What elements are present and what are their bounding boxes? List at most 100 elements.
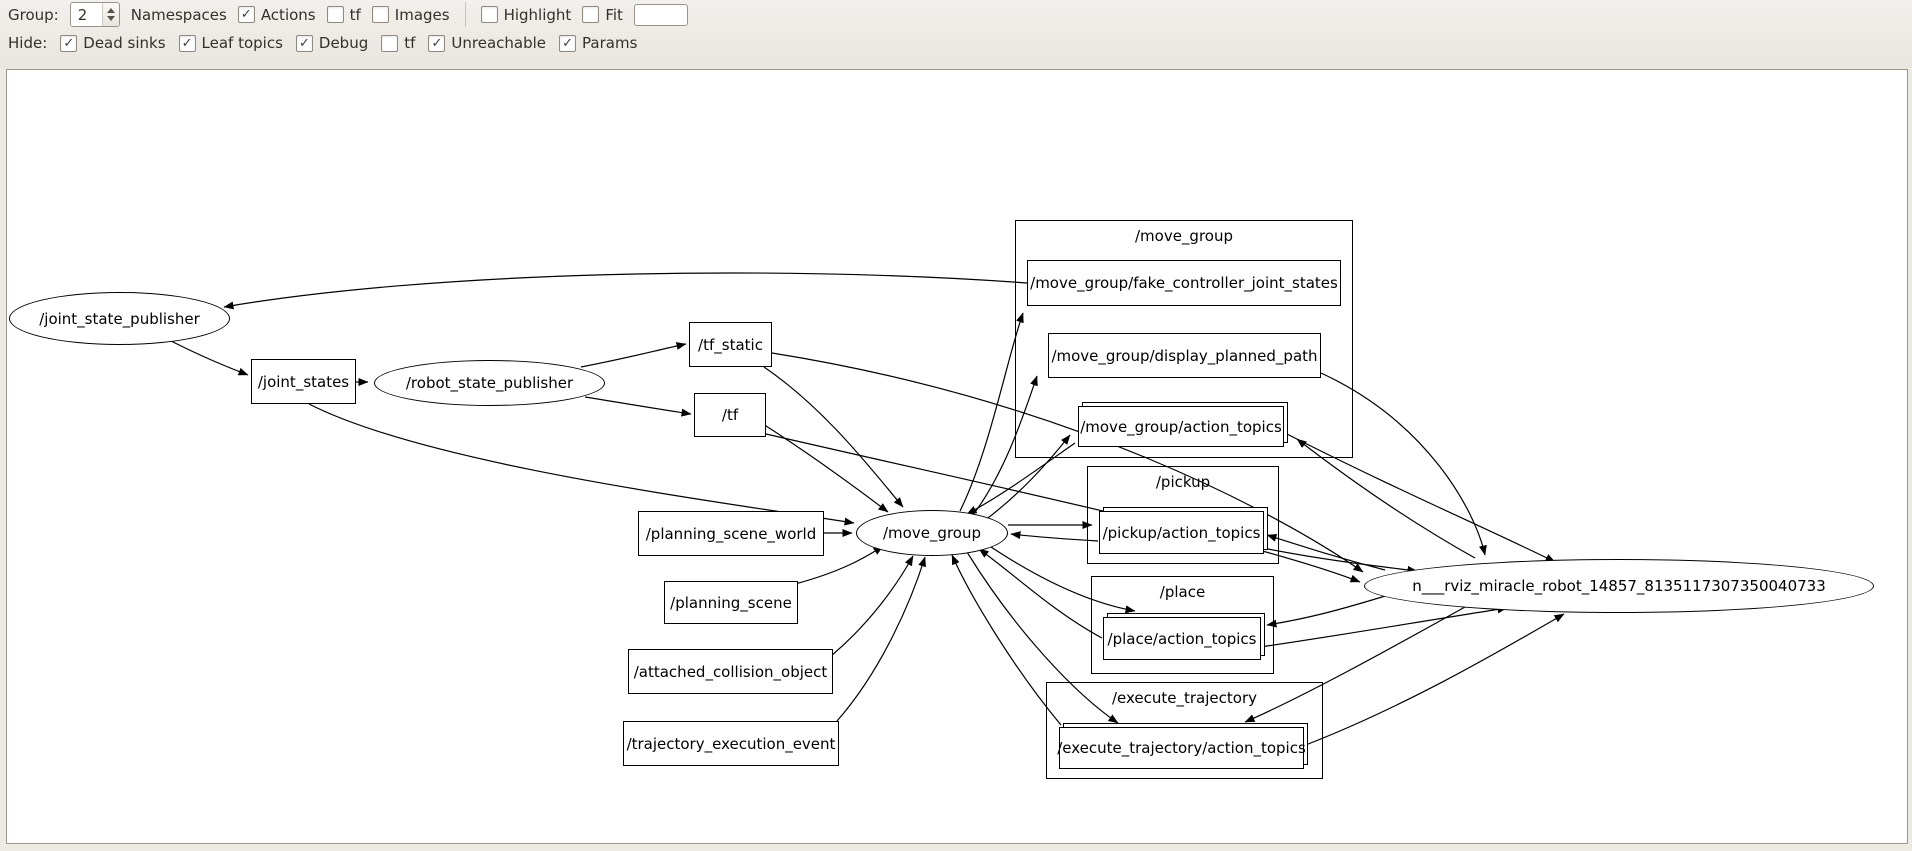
checkbox-box[interactable]: ✓: [480, 6, 498, 23]
toolbar-separator: [464, 2, 466, 27]
cluster-move-group: /move_group: [1015, 220, 1353, 458]
edge-place-action-topics-to-rviz: [1259, 605, 1508, 648]
topic-move-group-action-topics-label: /move_group/action_topics: [1078, 406, 1284, 447]
checkbox-highlight[interactable]: ✓ Highlight: [480, 5, 572, 24]
checkbox-fit[interactable]: ✓ Fit: [582, 6, 623, 24]
topic-move-group-display-planned-path: /move_group/display_planned_path: [1048, 333, 1321, 378]
checkbox-unreachable-label: Unreachable: [451, 34, 547, 52]
checkbox-actions-label: Actions: [260, 5, 316, 24]
checkbox-unreachable[interactable]: ✓ Unreachable: [428, 34, 546, 52]
edge-place-action-topics-to-move-group: [978, 548, 1103, 639]
topic-execute-trajectory-action-topics-label: /execute_trajectory/action_topics: [1057, 727, 1306, 769]
edge-tf-to-move-group: [762, 423, 889, 513]
topic-place-action-topics-label: /place/action_topics: [1103, 617, 1261, 660]
edge-execute-action-topics-to-rviz: [1302, 613, 1565, 747]
node-joint-state-publisher: /joint_state_publisher: [9, 292, 230, 345]
checkbox-box[interactable]: ✓: [582, 6, 600, 23]
edge-rviz-to-pickup-action-topics: [1266, 534, 1386, 571]
edge-joint-states-to-move-group: [308, 403, 855, 526]
checkbox-fit-label: Fit: [605, 5, 623, 24]
checkbox-box[interactable]: ✓: [381, 34, 399, 52]
edge-trajectory-execution-event-to-move-group: [836, 556, 926, 722]
checkbox-images[interactable]: ✓ Images: [371, 5, 450, 24]
edge-robot-state-publisher-to-tf: [584, 396, 692, 417]
toolbar-row-2: Hide: ✓ Dead sinks ✓ Leaf topics ✓ Debug…: [0, 29, 1912, 57]
cluster-place-title: /place: [1159, 583, 1206, 601]
topic-pickup-action-topics-label: /pickup/action_topics: [1099, 511, 1264, 554]
checkmark-icon: ✓: [240, 7, 252, 22]
topic-planning-scene: /planning_scene: [664, 581, 798, 624]
spinner-down-icon[interactable]: [106, 16, 115, 21]
node-robot-state-publisher: /robot_state_publisher: [374, 360, 605, 406]
node-rviz: n___rviz_miracle_robot_14857_81351173073…: [1364, 559, 1874, 613]
checkbox-box[interactable]: ✓: [60, 34, 78, 52]
checkbox-images-label: Images: [394, 5, 450, 24]
edge-pickup-action-topics-to-move-group: [1010, 531, 1099, 542]
topic-attached-collision-object: /attached_collision_object: [628, 649, 833, 694]
checkbox-tf-label: tf: [349, 5, 361, 24]
checkbox-box[interactable]: ✓: [237, 6, 255, 23]
graph-canvas[interactable]: /move_group /pickup /place /execute_traj…: [6, 69, 1908, 844]
checkbox-hide-tf[interactable]: ✓ tf: [381, 34, 415, 52]
group-label: Group:: [8, 5, 59, 24]
checkbox-hide-tf-label: tf: [404, 34, 416, 52]
edge-fake-controller-to-joint-state-publisher: [223, 272, 1028, 310]
topic-tf-static: /tf_static: [689, 322, 772, 367]
edge-joint-state-publisher-to-joint-states: [170, 340, 249, 376]
edge-attached-collision-object-to-move-group: [830, 555, 914, 657]
checkmark-icon: ✓: [431, 35, 443, 51]
checkbox-leaf-topics-label: Leaf topics: [201, 34, 283, 52]
checkmark-icon: ✓: [562, 35, 573, 51]
edge-rviz-to-place-action-topics: [1266, 592, 1396, 628]
topic-pickup-action-topics: /pickup/action_topics: [1099, 507, 1268, 554]
checkbox-box[interactable]: ✓: [371, 6, 389, 23]
cluster-pickup-title: /pickup: [1155, 473, 1211, 491]
checkmark-icon: ✓: [298, 35, 310, 51]
cluster-pickup: /pickup: [1087, 466, 1279, 564]
checkbox-box[interactable]: ✓: [178, 34, 196, 52]
checkbox-highlight-label: Highlight: [503, 5, 572, 24]
checkbox-leaf-topics[interactable]: ✓ Leaf topics: [178, 34, 283, 52]
checkbox-box[interactable]: ✓: [428, 34, 446, 52]
toolbar: Group: 2 Namespaces ✓ Actions ✓ tf ✓ Ima…: [0, 0, 1912, 68]
topic-joint-states: /joint_states: [251, 359, 356, 404]
topic-move-group-action-topics: /move_group/action_topics: [1078, 402, 1288, 447]
checkbox-debug-label: Debug: [318, 34, 369, 52]
hide-label: Hide:: [8, 34, 48, 52]
checkbox-box[interactable]: ✓: [326, 6, 344, 23]
toolbar-row-1: Group: 2 Namespaces ✓ Actions ✓ tf ✓ Ima…: [0, 0, 1912, 29]
topic-execute-trajectory-action-topics: /execute_trajectory/action_topics: [1057, 723, 1308, 769]
checkbox-dead-sinks-label: Dead sinks: [83, 34, 166, 52]
checkbox-debug[interactable]: ✓ Debug: [295, 34, 369, 52]
edge-execute-action-topics-to-move-group: [951, 554, 1062, 726]
checkmark-icon: ✓: [181, 35, 193, 51]
edge-pickup-action-topics-to-rviz: [1262, 547, 1418, 574]
edge-move-group-to-fake-controller: [959, 312, 1024, 512]
topic-trajectory-execution-event: /trajectory_execution_event: [623, 721, 839, 766]
topic-move-group-fake-controller-joint-states: /move_group/fake_controller_joint_states: [1027, 260, 1341, 306]
spinner-up-icon[interactable]: [106, 8, 115, 13]
group-spinbox[interactable]: 2: [69, 2, 120, 27]
checkbox-actions[interactable]: ✓ Actions: [237, 5, 316, 24]
cluster-execute-trajectory-title: /execute_trajectory: [1111, 689, 1257, 707]
group-spinbox-value[interactable]: 2: [77, 5, 88, 24]
checkbox-params-label: Params: [582, 34, 638, 52]
edge-robot-state-publisher-to-tf-static: [580, 342, 687, 368]
checkbox-params[interactable]: ✓ Params: [559, 34, 637, 52]
checkbox-box[interactable]: ✓: [295, 34, 313, 52]
checkbox-tf[interactable]: ✓ tf: [326, 5, 361, 24]
checkbox-dead-sinks[interactable]: ✓ Dead sinks: [60, 34, 166, 52]
cluster-execute-trajectory: /execute_trajectory: [1046, 682, 1323, 779]
topic-place-action-topics: /place/action_topics: [1103, 613, 1265, 660]
topic-tf: /tf: [694, 393, 766, 437]
edge-tf-static-to-move-group: [763, 366, 904, 508]
cluster-move-group-title: /move_group: [1134, 227, 1233, 245]
group-spinbox-arrows[interactable]: [101, 3, 119, 26]
checkbox-box[interactable]: ✓: [559, 34, 577, 52]
edges-layer: [170, 272, 1565, 747]
filter-input[interactable]: [633, 3, 688, 26]
node-move-group: /move_group: [856, 510, 1008, 556]
checkmark-icon: ✓: [63, 35, 75, 51]
topic-planning-scene-world: /planning_scene_world: [638, 511, 824, 556]
